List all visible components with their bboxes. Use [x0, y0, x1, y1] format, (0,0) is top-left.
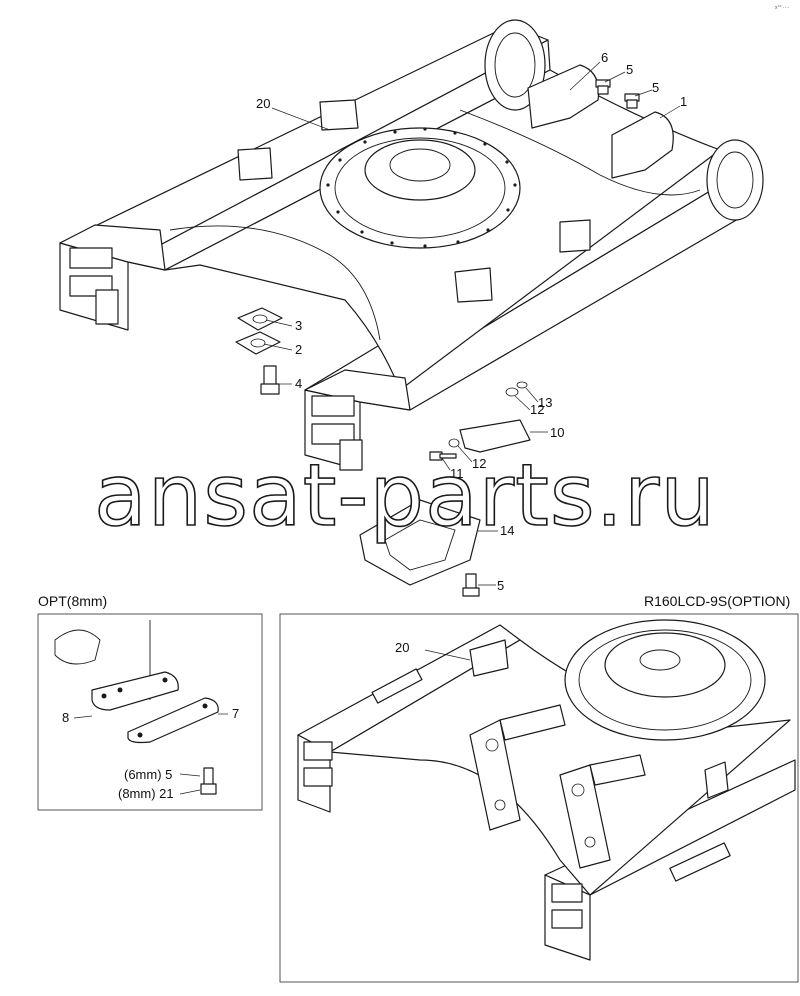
callout-10: 10: [550, 425, 564, 440]
callout-13: 13: [538, 395, 552, 410]
callout-1: 1: [680, 94, 687, 109]
bolt-5-upper: [595, 79, 611, 95]
bolt-5-21: [200, 767, 217, 795]
callout-3: 3: [295, 318, 302, 333]
plate-8: [91, 671, 179, 711]
callout-4: 4: [295, 376, 302, 391]
callout-12-lower: 12: [472, 456, 486, 471]
bolt-11: [429, 438, 460, 461]
bolt-5-lower: [462, 573, 480, 597]
swing-bearing: [319, 127, 521, 249]
bracket-10: [459, 419, 531, 453]
opt-callout-5: (6mm) 5: [124, 767, 172, 782]
option-callout-20: 20: [395, 640, 409, 655]
callout-14: 14: [500, 523, 514, 538]
under-cover-14: [359, 499, 481, 586]
bolt-4: [260, 365, 280, 395]
watermark: ansat-parts.ru: [94, 446, 716, 546]
bolt-5-right: [624, 93, 640, 109]
callout-5-upper: 5: [626, 62, 633, 77]
callout-11: 11: [450, 466, 464, 481]
opt-box: OPT(8mm) 8 7 (6mm) 5 (8mm) 21: [37, 593, 263, 811]
opt-callout-7: 7: [232, 706, 239, 721]
callout-12-upper: 12: [530, 402, 544, 417]
opt-box-title: OPT(8mm): [38, 593, 107, 609]
opt-callout-21: (8mm) 21: [118, 786, 174, 801]
callout-6: 6: [601, 50, 608, 65]
leader-lines: [263, 61, 681, 586]
callout-5-right: 5: [652, 80, 659, 95]
opt-callout-8: 8: [62, 710, 69, 725]
callout-5-lower: 5: [497, 578, 504, 593]
callout-20: 20: [256, 96, 270, 111]
cover-plate-1: [611, 111, 674, 179]
corner-mark: x°° ····: [775, 5, 790, 11]
nut-12-13: [505, 381, 528, 397]
option-box: R160LCD-9S(OPTION) 20: [279, 593, 799, 983]
plate-7: [127, 697, 219, 744]
callout-2: 2: [295, 342, 302, 357]
option-box-title: R160LCD-9S(OPTION): [644, 593, 790, 609]
